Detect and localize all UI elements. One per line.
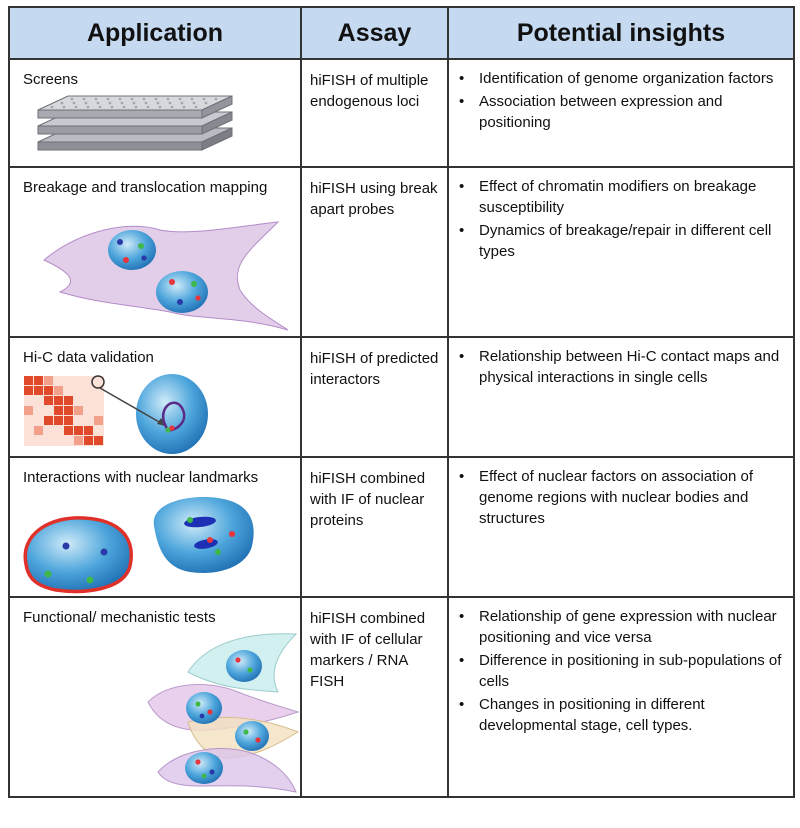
arrow [99,387,167,427]
application-cell: Breakage and translocation mapping [8,166,302,338]
assay-cell: hiFISH of predicted interactors [300,336,449,458]
hic-validation-illustration [24,374,208,454]
nuclear-landmarks-illustration [23,497,254,594]
insight-item: Changes in positioning in different deve… [459,694,787,736]
nucleus [156,271,208,313]
header-insights: Potential insights [447,6,795,60]
header-application: Application [8,6,302,60]
nucleus [226,650,262,682]
application-label: Hi-C data validation [23,349,154,366]
plate-top [37,95,233,119]
assay-cell: hiFISH combined with IF of cellular mark… [300,596,449,798]
nucleus [136,374,208,454]
insights-cell: Relationship of gene expression with nuc… [447,596,795,798]
application-cell: Screens [8,58,302,168]
table-row: Breakage and translocation mapping hiFIS… [8,166,795,338]
application-label: Functional/ mechanistic tests [23,609,216,626]
insight-item: Relationship between Hi-C contact maps a… [459,346,787,388]
nucleus [185,752,223,784]
multiwell-plates-illustration [37,95,233,151]
assay-cell: hiFISH using break apart probes [300,166,449,338]
application-label: Breakage and translocation mapping [23,179,268,196]
table-row: Hi-C data validation [8,336,795,458]
header-row: Application Assay Potential insights [8,6,795,60]
application-cell: Interactions with nuclear landmarks [8,456,302,598]
nucleus [108,230,156,270]
insight-item: Identification of genome organization fa… [459,68,787,89]
insight-item: Difference in positioning in sub-populat… [459,650,787,692]
table-row: Screens [8,58,795,168]
application-cell: Functional/ mechanistic tests [8,596,302,798]
insights-cell: Identification of genome organization fa… [447,58,795,168]
hic-contact-matrix [24,375,105,446]
insights-cell: Effect of chromatin modifiers on breakag… [447,166,795,338]
nucleus-with-lamina [23,516,133,594]
application-cell: Hi-C data validation [8,336,302,458]
nucleus [235,721,269,751]
insights-cell: Relationship between Hi-C contact maps a… [447,336,795,458]
insight-item: Effect of nuclear factors on association… [459,466,787,529]
multiple-cells-illustration [147,633,300,793]
header-assay: Assay [300,6,449,60]
insight-item: Association between expression and posit… [459,91,787,133]
insight-item: Relationship of gene expression with nuc… [459,606,787,648]
two-cells-illustration [43,221,289,331]
applications-table: Application Assay Potential insights Scr… [8,6,795,798]
insight-item: Effect of chromatin modifiers on breakag… [459,176,787,218]
application-label: Interactions with nuclear landmarks [23,469,259,486]
assay-cell: hiFISH of multiple endogenous loci [300,58,449,168]
insight-item: Dynamics of breakage/repair in different… [459,220,787,262]
insights-cell: Effect of nuclear factors on association… [447,456,795,598]
table-row: Functional/ mechanistic tests [8,596,795,798]
cell-membrane [147,684,300,731]
application-label: Screens [23,71,79,88]
assay-cell: hiFISH combined with IF of nuclear prote… [300,456,449,598]
nucleus [186,692,222,724]
cell-membrane [157,748,297,793]
chromatin-loop [161,401,186,432]
table-row: Interactions with nuclear landmarks hiFI [8,456,795,598]
nucleus [153,497,254,573]
